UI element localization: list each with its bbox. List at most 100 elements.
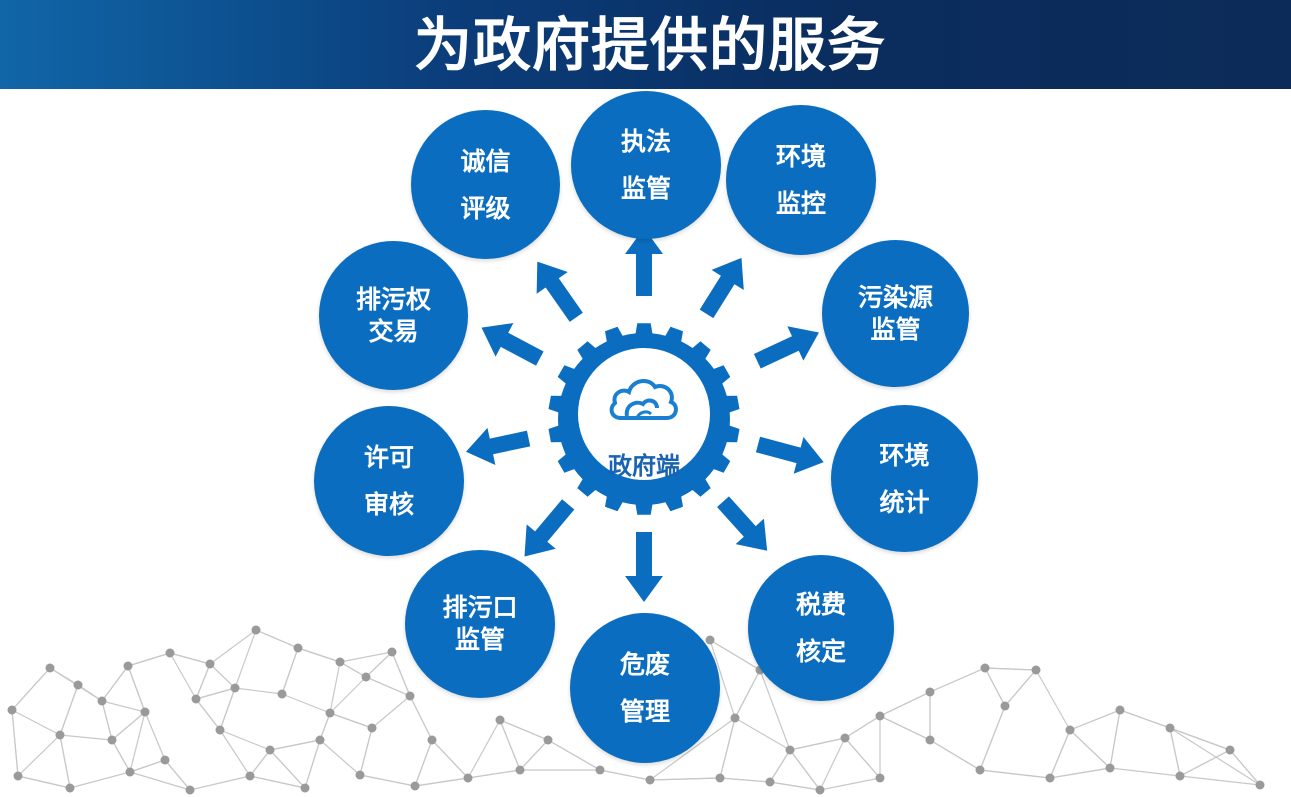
service-node-emission-trading[interactable]: 排污权 交易 — [319, 241, 468, 390]
network-link — [649, 777, 721, 781]
network-link — [1169, 727, 1231, 751]
network-link — [269, 739, 321, 751]
network-dot — [367, 723, 377, 733]
network-dot — [355, 770, 365, 780]
network-dot — [45, 663, 55, 673]
network-link — [249, 775, 306, 789]
network-link — [414, 777, 469, 787]
service-node-environment-statistics[interactable]: 环境 统计 — [831, 405, 978, 552]
network-link — [11, 709, 19, 777]
network-link — [59, 684, 79, 736]
network-dot — [1065, 725, 1075, 735]
network-link — [365, 651, 393, 678]
network-dot — [765, 777, 775, 787]
network-link — [1035, 669, 1071, 731]
network-dot — [840, 733, 850, 743]
arrow-2 — [699, 257, 744, 319]
network-dot — [1115, 705, 1125, 715]
network-link — [195, 698, 221, 731]
network-link — [255, 629, 299, 649]
service-node-hazardous-waste[interactable]: 危废 管理 — [570, 613, 720, 763]
network-link — [1049, 767, 1111, 779]
cloud-icon — [609, 379, 678, 420]
network-mesh-decoration — [7, 625, 1265, 795]
hub-label: 政府端 — [608, 452, 680, 480]
network-link — [769, 749, 791, 783]
network-dot — [97, 696, 107, 706]
network-dot — [1255, 780, 1265, 790]
network-link — [519, 739, 549, 771]
network-dot — [140, 707, 150, 717]
network-link — [329, 712, 373, 729]
arrow-7 — [524, 499, 575, 557]
network-dot — [705, 635, 715, 645]
service-node-discharge-outlet[interactable]: 排污口 监管 — [405, 550, 555, 698]
service-node-line2: 审核 — [363, 490, 414, 519]
network-link — [127, 652, 171, 667]
network-link — [219, 729, 271, 751]
network-dot — [191, 694, 201, 704]
network-dot — [595, 765, 605, 775]
network-dot — [215, 725, 225, 735]
service-node-line2: 核定 — [795, 637, 846, 666]
network-link — [11, 667, 51, 711]
network-link — [319, 739, 361, 776]
network-dot — [73, 680, 83, 690]
network-dot — [7, 705, 17, 715]
service-node-line2: 监管 — [870, 314, 921, 344]
service-node-line1: 危废 — [619, 650, 670, 679]
network-link — [759, 669, 791, 751]
service-node-credit-rating[interactable]: 诚信 评级 — [411, 110, 560, 259]
network-link — [195, 663, 211, 700]
network-link — [144, 711, 166, 761]
service-node-line1: 排污口 — [442, 593, 518, 622]
network-link — [499, 719, 521, 771]
network-dot — [185, 785, 195, 795]
network-dot — [335, 657, 345, 667]
network-dot — [543, 735, 553, 745]
network-dot — [785, 745, 795, 755]
service-node-pollution-source[interactable]: 污染源 监管 — [822, 240, 969, 387]
network-link — [1049, 729, 1071, 779]
service-node-permit-review[interactable]: 许可 审核 — [314, 406, 464, 556]
network-link — [209, 629, 257, 665]
network-link — [1229, 749, 1261, 786]
network-link — [879, 715, 931, 741]
service-node-tax-fee[interactable]: 税费 核定 — [748, 555, 894, 701]
network-link — [409, 695, 433, 741]
network-dot — [165, 648, 175, 658]
network-dot — [325, 708, 335, 718]
network-dot — [925, 735, 935, 745]
network-dot — [125, 767, 135, 777]
service-node-law-enforcement[interactable]: 执法 监管 — [571, 91, 721, 239]
network-link — [359, 774, 416, 787]
network-link — [719, 717, 736, 779]
service-node-line2: 监管 — [620, 174, 671, 203]
network-link — [219, 729, 251, 777]
network-link — [209, 663, 236, 689]
network-dot — [1175, 771, 1185, 781]
network-link — [1169, 727, 1181, 777]
network-link — [365, 676, 411, 697]
network-link — [879, 691, 931, 717]
service-node-environment-monitoring[interactable]: 环境 监控 — [726, 105, 876, 255]
network-dot — [463, 773, 473, 783]
network-dot — [515, 765, 525, 775]
network-dot — [160, 755, 170, 765]
network-dot — [1225, 745, 1235, 755]
header-bar — [0, 0, 1291, 89]
network-link — [77, 684, 103, 702]
network-dot — [980, 663, 990, 673]
network-link — [709, 639, 761, 671]
service-node-line2: 评级 — [460, 193, 511, 223]
network-dot — [730, 713, 740, 723]
service-node-line1: 污染源 — [857, 282, 933, 312]
service-node-line1: 环境 — [879, 440, 930, 470]
service-node-line2: 统计 — [879, 487, 930, 517]
network-link — [734, 717, 791, 751]
network-link — [359, 727, 373, 776]
network-link — [17, 734, 61, 777]
network-link — [734, 669, 761, 719]
network-link — [269, 749, 306, 789]
